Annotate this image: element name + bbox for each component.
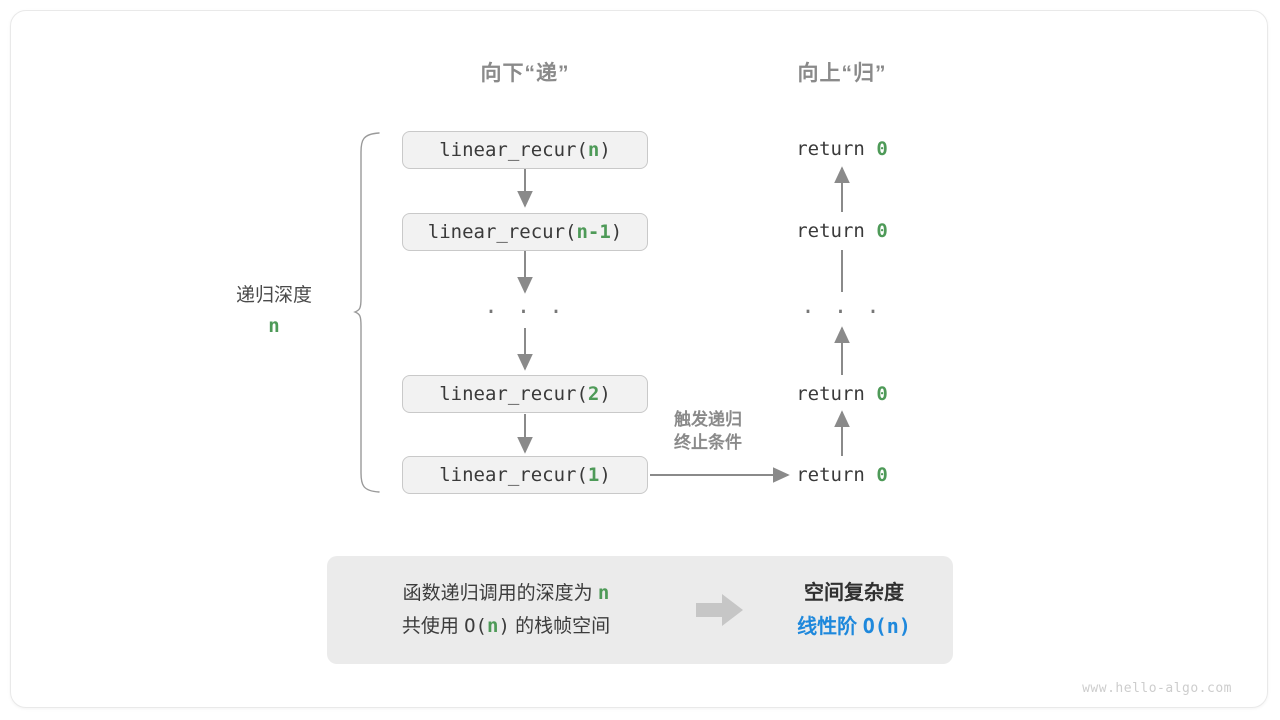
return-statement: return 0 xyxy=(796,464,888,486)
return-keyword: return xyxy=(796,464,865,486)
call-frame-prefix: linear_recur( xyxy=(439,464,588,486)
complexity-order-name: 线性阶 xyxy=(797,615,863,638)
summary-line-2: 共使用 O(n) 的栈帧空间 xyxy=(327,610,685,643)
complexity-summary-panel: 函数递归调用的深度为 n 共使用 O(n) 的栈帧空间 空间复杂度 线性阶 O(… xyxy=(327,556,953,664)
summary-conclusion-value: 线性阶 O(n) xyxy=(755,610,953,644)
summary-line2-n: n xyxy=(486,615,499,637)
base-case-note-line1: 触发递归 xyxy=(674,410,742,429)
right-arrow-icon xyxy=(696,594,743,626)
return-value: 0 xyxy=(876,138,888,160)
recursion-depth-value: n xyxy=(268,315,280,337)
call-frame-prefix: linear_recur( xyxy=(439,383,588,405)
call-frame-arg: n xyxy=(587,139,600,161)
return-statement: return 0 xyxy=(796,138,888,160)
return-value: 0 xyxy=(876,383,888,405)
summary-line2-text-b: 的栈帧空间 xyxy=(509,616,611,637)
header-ascend: 向上“归” xyxy=(797,62,887,85)
call-frame-prefix: linear_recur( xyxy=(427,221,577,243)
summary-conclusion: 空间复杂度 线性阶 O(n) xyxy=(755,577,953,644)
call-frame-arg: 2 xyxy=(587,383,600,405)
base-case-note: 触发递归 终止条件 xyxy=(674,408,742,454)
return-value: 0 xyxy=(876,220,888,242)
return-keyword: return xyxy=(796,138,865,160)
recursion-depth-text: 递归深度 xyxy=(235,285,313,306)
call-frame-box: linear_recur(2) xyxy=(402,375,648,413)
header-descend: 向下“递” xyxy=(480,62,570,85)
return-statement: return 0 xyxy=(796,383,888,405)
summary-line2-bigo-open: O( xyxy=(464,615,487,637)
summary-line2-text-a: 共使用 xyxy=(401,616,465,637)
call-frame-suffix: ) xyxy=(599,464,611,486)
return-keyword: return xyxy=(796,383,865,405)
call-frame-suffix: ) xyxy=(610,221,623,243)
summary-arrow xyxy=(685,593,755,627)
call-frame-suffix: ) xyxy=(599,139,611,161)
return-statement: return 0 xyxy=(796,220,888,242)
call-frame-box: linear_recur(n-1) xyxy=(402,213,648,251)
summary-description: 函数递归调用的深度为 n 共使用 O(n) 的栈帧空间 xyxy=(327,577,685,643)
return-keyword: return xyxy=(796,220,865,242)
summary-line1-text: 函数递归调用的深度为 xyxy=(402,583,598,604)
summary-line-1: 函数递归调用的深度为 n xyxy=(327,577,685,610)
call-frame-arg: 1 xyxy=(587,464,600,486)
call-stack-ellipsis: · · · xyxy=(484,300,566,325)
base-case-note-line2: 终止条件 xyxy=(674,433,742,452)
call-frame-box: linear_recur(1) xyxy=(402,456,648,494)
summary-conclusion-title: 空间复杂度 xyxy=(804,581,904,604)
call-frame-box: linear_recur(n) xyxy=(402,131,648,169)
summary-line1-n: n xyxy=(597,582,610,604)
return-stack-ellipsis: · · · xyxy=(801,300,883,325)
call-frame-prefix: linear_recur( xyxy=(439,139,588,161)
call-frame-arg: n-1 xyxy=(576,221,611,243)
recursion-depth-label: 递归深度 n xyxy=(236,281,312,341)
watermark: www.hello-algo.com xyxy=(1082,681,1232,696)
call-frame-suffix: ) xyxy=(599,383,611,405)
summary-line2-bigo-close: ) xyxy=(498,615,510,637)
return-value: 0 xyxy=(876,464,888,486)
complexity-big-o: O(n) xyxy=(862,613,911,638)
